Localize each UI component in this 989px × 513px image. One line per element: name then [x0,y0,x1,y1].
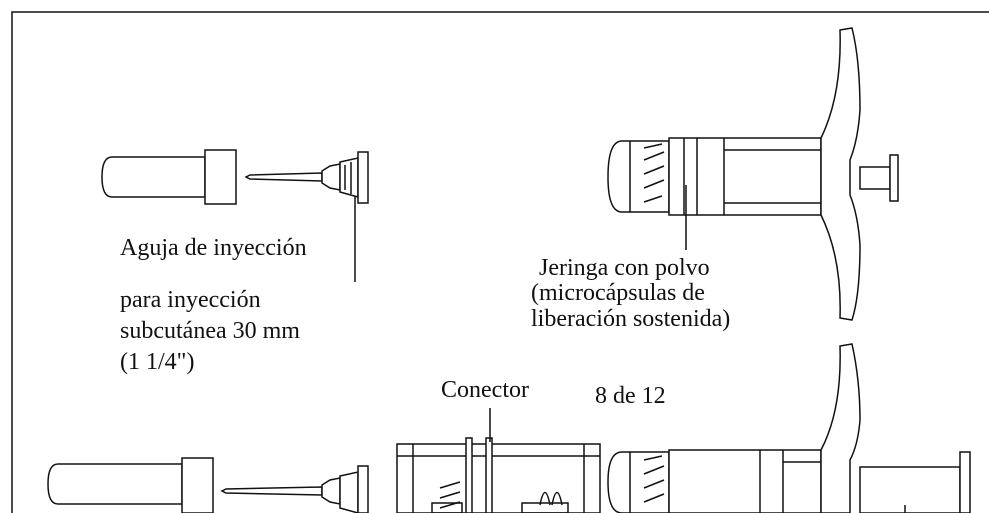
powder-syringe-icon [607,27,899,321]
syringe-label-line-3: liberación sostenida) [531,306,731,332]
needle-cap-icon [101,149,237,205]
connector-label: Conector [441,377,529,403]
page-number: 8 de 12 [595,383,666,409]
needle-description-line-3: (1 1/4") [120,349,195,375]
needle-icon [244,151,369,204]
needle-description-line-1: para inyección [120,287,261,313]
page-frame [11,11,989,513]
syringe-label-line-2: (microcápsulas de [531,280,705,306]
assembled-syringe-icon [607,343,971,513]
connector-icon [396,437,601,513]
needle-description-line-2: subcutánea 30 mm [120,318,300,344]
syringe-label-line-1: Jeringa con polvo [539,255,710,281]
assembled-needle-cap-icon [47,457,214,513]
assembled-needle-icon [220,465,369,513]
needle-label: Aguja de inyección [120,235,307,261]
